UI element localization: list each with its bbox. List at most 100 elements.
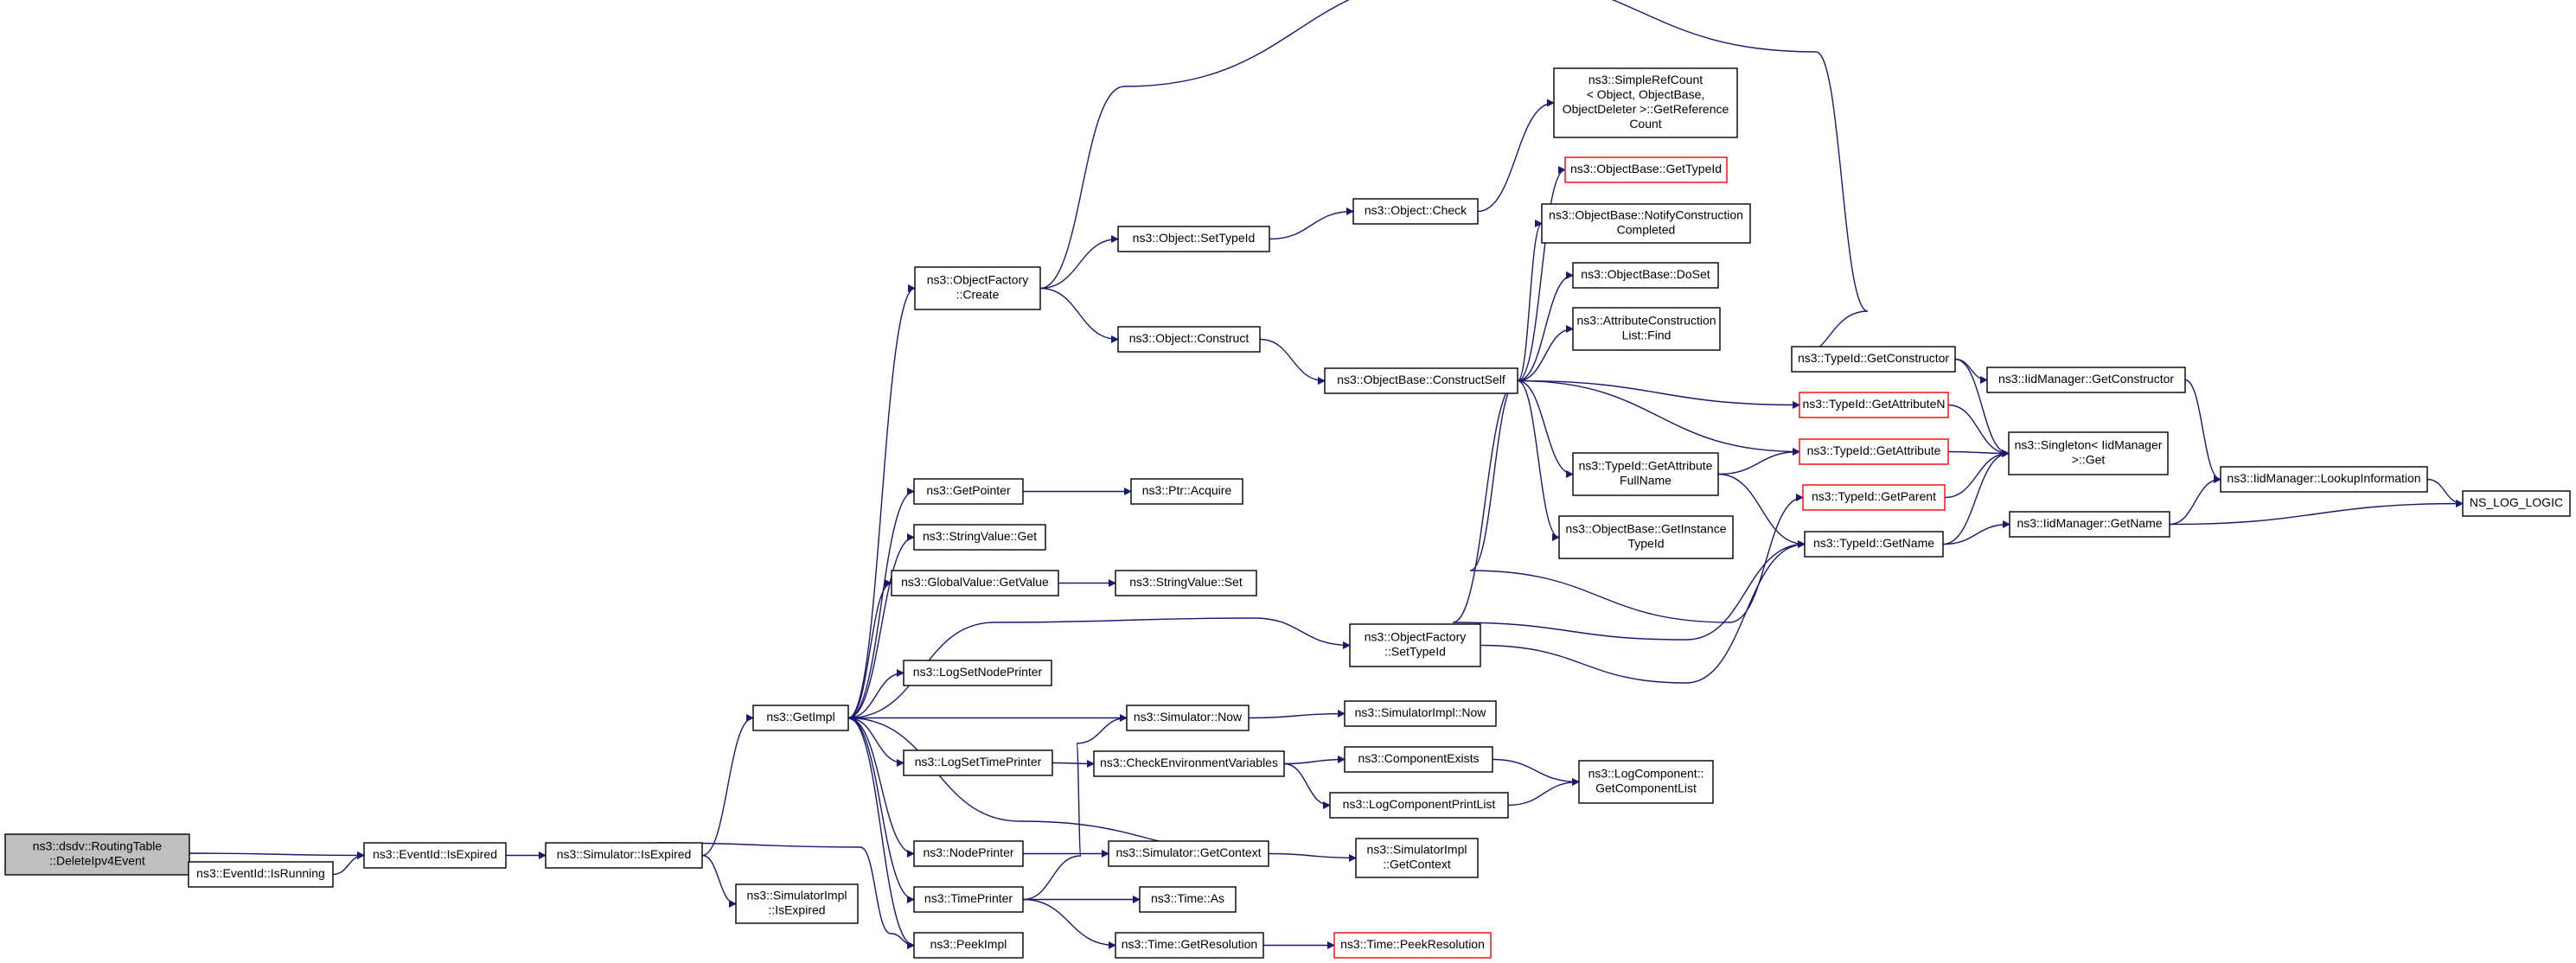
node-ob-get-type-id[interactable]: ns3::ObjectBase::GetTypeId: [1564, 156, 1728, 183]
node-ob-notify[interactable]: ns3::ObjectBase::NotifyConstructionCompl…: [1541, 203, 1751, 244]
edge-time-printer-to-time-get-res: [1022, 898, 1116, 949]
node-label: ns3::TimePrinter: [924, 891, 1013, 905]
node-sim-now[interactable]: ns3::Simulator::Now: [1126, 705, 1250, 731]
edge-path: [847, 717, 915, 903]
edge-path: [332, 851, 365, 876]
edge-path: [1248, 710, 1346, 719]
node-tid-get-constructor[interactable]: ns3::TypeId::GetConstructor: [1791, 346, 1956, 373]
node-tid-get-name[interactable]: ns3::TypeId::GetName: [1804, 531, 1944, 558]
node-get-pointer[interactable]: ns3::GetPointer: [913, 478, 1024, 505]
node-simple-ref-count[interactable]: ns3::SimpleRefCount< Object, ObjectBase,…: [1553, 67, 1738, 138]
node-ptr-acquire[interactable]: ns3::Ptr::Acquire: [1130, 478, 1243, 505]
node-ob-do-set[interactable]: ns3::ObjectBase::DoSet: [1572, 262, 1719, 289]
node-box: [188, 861, 334, 888]
node-is-running[interactable]: ns3::EventId::IsRunning: [188, 861, 334, 888]
node-label: ns3::TypeId::GetParent: [1812, 489, 1936, 503]
node-ob-construct-self[interactable]: ns3::ObjectBase::ConstructSelf: [1324, 367, 1518, 394]
node-obj-construct[interactable]: ns3::Object::Construct: [1117, 326, 1261, 353]
edge-path: [1954, 358, 1988, 384]
node-gv-get-value[interactable]: ns3::GlobalValue::GetValue: [891, 570, 1059, 596]
edge-ob-construct-self-to-ob-get-instance-type-id: [1517, 379, 1560, 541]
node-box: [913, 932, 1024, 959]
node-label: TypeId: [1627, 537, 1664, 551]
edge-path: [2169, 500, 2464, 526]
node-box: [1802, 484, 1946, 511]
edge-iid-get-name-to-ns-log-logic: [2169, 500, 2464, 526]
node-label: Completed: [1617, 223, 1676, 237]
edge-path: [1947, 449, 2010, 457]
node-box: [1553, 67, 1738, 138]
node-peek-impl[interactable]: ns3::PeekImpl: [913, 932, 1024, 959]
edge-root-to-ev-is-expired: [189, 851, 365, 859]
node-label: ns3::Singleton< IidManager: [2015, 438, 2163, 452]
node-tid-get-attribute[interactable]: ns3::TypeId::GetAttribute: [1799, 438, 1949, 465]
node-box: [4, 833, 190, 876]
node-iid-get-name[interactable]: ns3::IidManager::GetName: [2009, 511, 2170, 538]
node-ev-is-expired[interactable]: ns3::EventId::IsExpired: [363, 842, 507, 869]
node-singleton-get[interactable]: ns3::Singleton< IidManager>::Get: [2008, 431, 2169, 475]
node-tid-get-parent[interactable]: ns3::TypeId::GetParent: [1802, 484, 1946, 511]
node-get-impl[interactable]: ns3::GetImpl: [752, 705, 849, 731]
node-log-set-time-printer[interactable]: ns3::LogSetTimePrinter: [903, 749, 1053, 776]
node-label: ns3::ObjectBase::DoSet: [1581, 267, 1710, 281]
node-ns-log-logic[interactable]: NS_LOG_LOGIC: [2462, 490, 2571, 517]
node-iid-get-constructor[interactable]: ns3::IidManager::GetConstructor: [1986, 367, 2186, 393]
node-label: ns3::ObjectBase::NotifyConstruction: [1549, 208, 1743, 222]
node-impl-now[interactable]: ns3::SimulatorImpl::Now: [1344, 700, 1497, 727]
node-time-peek-res[interactable]: ns3::Time::PeekResolution: [1333, 932, 1492, 959]
node-time-as[interactable]: ns3::Time::As: [1139, 886, 1237, 913]
edge-ob-construct-self-to-ob-do-set: [1517, 271, 1574, 382]
node-label: ns3::IidManager::LookupInformation: [2227, 471, 2420, 485]
node-box: [363, 842, 507, 869]
node-impl-get-context[interactable]: ns3::SimulatorImpl::GetContext: [1355, 838, 1479, 878]
node-box: [752, 705, 849, 731]
edge-ob-construct-self-to-tid-get-attr-full-name: [1517, 379, 1574, 478]
node-time-printer[interactable]: ns3::TimePrinter: [913, 886, 1024, 913]
edge-path: [847, 714, 1269, 855]
node-sim-is-expired[interactable]: ns3::Simulator::IsExpired: [545, 842, 703, 869]
node-label: ::Create: [956, 288, 1000, 302]
node-check-env[interactable]: ns3::CheckEnvironmentVariables: [1093, 750, 1285, 777]
node-obj-check[interactable]: ns3::Object::Check: [1352, 198, 1479, 225]
node-box: [913, 478, 1024, 505]
node-tid-get-attribute-n[interactable]: ns3::TypeId::GetAttributeN: [1799, 392, 1949, 418]
edge-get-impl-to-peek-impl: [847, 717, 915, 949]
node-sim-get-context[interactable]: ns3::Simulator::GetContext: [1108, 840, 1269, 867]
edge-path: [1517, 379, 1560, 541]
node-box: [1352, 198, 1479, 225]
node-log-comp-get-list[interactable]: ns3::LogComponent::GetComponentList: [1578, 760, 1714, 804]
edge-path: [1022, 898, 1116, 949]
node-box: [1117, 326, 1261, 353]
node-box: [735, 883, 859, 924]
node-label: ns3::GetPointer: [926, 483, 1011, 497]
node-log-set-node-printer[interactable]: ns3::LogSetNodePrinter: [903, 660, 1052, 686]
node-label: ns3::Ptr::Acquire: [1142, 483, 1232, 497]
node-of-create[interactable]: ns3::ObjectFactory::Create: [914, 266, 1041, 310]
node-box: [1791, 346, 1956, 373]
node-box: [545, 842, 703, 869]
edge-iid-get-name-to-iid-lookup: [2169, 475, 2221, 526]
node-str-get[interactable]: ns3::StringValue::Get: [913, 524, 1046, 551]
node-root[interactable]: ns3::dsdv::RoutingTable::DeleteIpv4Event: [4, 833, 190, 876]
node-of-set-type-id[interactable]: ns3::ObjectFactory::SetTypeId: [1349, 623, 1481, 667]
node-obj-set-type-id[interactable]: ns3::Object::SetTypeId: [1117, 226, 1270, 252]
node-impl-is-expired[interactable]: ns3::SimulatorImpl::IsExpired: [735, 883, 859, 924]
node-box: [1108, 840, 1269, 867]
node-box: [1572, 452, 1719, 496]
node-log-comp-print-list[interactable]: ns3::LogComponentPrintList: [1329, 792, 1509, 819]
node-str-set[interactable]: ns3::StringValue::Set: [1115, 570, 1257, 596]
node-label: ns3::ObjectFactory: [927, 273, 1029, 287]
node-node-printer[interactable]: ns3::NodePrinter: [913, 840, 1024, 867]
node-iid-lookup[interactable]: ns3::IidManager::LookupInformation: [2220, 466, 2428, 493]
node-box: [891, 570, 1059, 596]
edge-time-printer-to-sim-now: [1022, 714, 1128, 901]
edge-path: [847, 717, 915, 949]
node-time-get-res[interactable]: ns3::Time::GetResolution: [1115, 932, 1264, 959]
edge-path: [1039, 287, 1119, 343]
node-comp-exists[interactable]: ns3::ComponentExists: [1344, 746, 1493, 773]
node-label: ns3::NodePrinter: [923, 845, 1013, 859]
node-label: ns3::GetImpl: [766, 710, 834, 724]
